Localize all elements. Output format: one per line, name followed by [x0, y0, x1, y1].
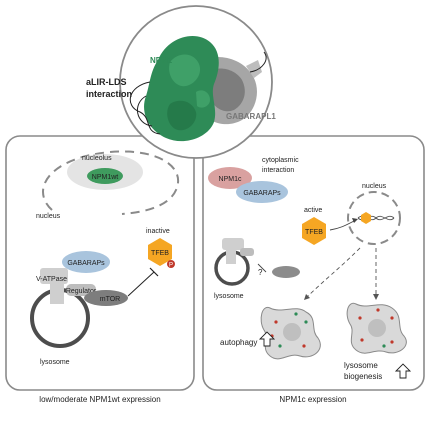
gabaraps-label-left: GABARAPs — [67, 260, 105, 267]
inactive-label: inactive — [146, 228, 170, 235]
biogenesis-nucleus — [368, 319, 386, 337]
autophagy-nucleus — [283, 323, 301, 341]
protein-a-label: NPM1 — [150, 56, 173, 65]
arrowhead-biogenesis — [373, 294, 379, 300]
left-nucleus-label: nucleus — [36, 213, 61, 220]
right-regulator — [240, 248, 254, 256]
tfeb-active-hexagon — [302, 217, 326, 245]
vatpase-label: V-ATPase — [36, 276, 67, 283]
right-panel-frame — [202, 135, 425, 391]
npm1c-label: NPM1c — [219, 176, 242, 183]
mtor-node — [84, 290, 128, 306]
tfeb-to-nucleus-arrow — [329, 219, 357, 231]
phospho-circle — [167, 260, 175, 268]
autophagy-up-arrow — [258, 331, 276, 347]
left-nucleus-membrane — [42, 150, 179, 215]
gabarap-tail — [249, 51, 267, 73]
right-nucleus-label: nucleus — [362, 183, 387, 190]
cytoplasmic-label-line1: cytoplasmic — [262, 157, 299, 164]
nuclear-tfeb-hexagon — [361, 212, 371, 224]
right-nucleus-membrane — [347, 191, 401, 245]
gabaraps-label-right: GABARAPs — [243, 190, 281, 197]
inhibition-bar — [149, 267, 159, 277]
regulator-node — [66, 284, 96, 296]
right-caption: NPM1c expression — [279, 395, 346, 404]
gabaraps-node-right — [236, 181, 288, 203]
arrowhead-autophagy — [304, 294, 310, 300]
npm1c-node — [208, 167, 252, 189]
tfeb-arrowhead — [352, 218, 358, 223]
biogenesis-label-line1: lysosome — [344, 361, 378, 370]
autophagy-label: autophagy — [220, 338, 257, 347]
right-vatpase-stalk — [226, 248, 236, 264]
regulator-label: Regulator — [66, 288, 97, 295]
left-caption: low/moderate NPM1wt expression — [39, 395, 160, 404]
inhibition-line — [127, 271, 155, 297]
right-vatpase-head — [222, 238, 244, 250]
biogenesis-up-arrow — [394, 363, 412, 379]
gabaraps-node-left — [62, 251, 110, 273]
nucleolus-label: nucleolus — [82, 155, 112, 162]
cytoplasmic-label-line2: interaction — [262, 167, 294, 174]
biogenesis-label-line2: biogenesis — [344, 372, 382, 381]
question-arrow — [257, 263, 267, 273]
npm1wt-node — [87, 168, 123, 184]
mtor-node-right — [272, 266, 300, 278]
tfeb-inactive-label: TFEB — [151, 250, 169, 257]
npm1wt-label: NPM1wt — [92, 174, 119, 181]
v-atpase-stalk — [50, 282, 64, 304]
npm1-structure — [144, 36, 219, 142]
question-mark: ? — [258, 268, 263, 277]
active-label: active — [304, 207, 322, 214]
right-lysosome-label: lysosome — [214, 293, 244, 300]
left-lysosome-label: lysosome — [40, 359, 70, 366]
biogenesis-dots — [358, 308, 394, 348]
protein-b-label: GABARAPL1 — [226, 112, 276, 121]
tfeb-inactive-hexagon — [148, 238, 172, 266]
arrow-to-autophagy — [305, 247, 361, 299]
interaction-title-line2: interaction — [86, 89, 132, 99]
phospho-label: P — [169, 263, 173, 269]
npm1-disordered-tail — [129, 81, 161, 135]
npm1-tail-2 — [137, 95, 153, 127]
autophagy-dots — [270, 312, 308, 348]
mtor-label: mTOR — [100, 296, 120, 303]
interaction-title-line1: aLIR-LDS — [86, 77, 127, 87]
v-atpase-head — [40, 268, 68, 284]
tfeb-active-label: TFEB — [305, 229, 323, 236]
left-panel-frame — [5, 135, 195, 391]
